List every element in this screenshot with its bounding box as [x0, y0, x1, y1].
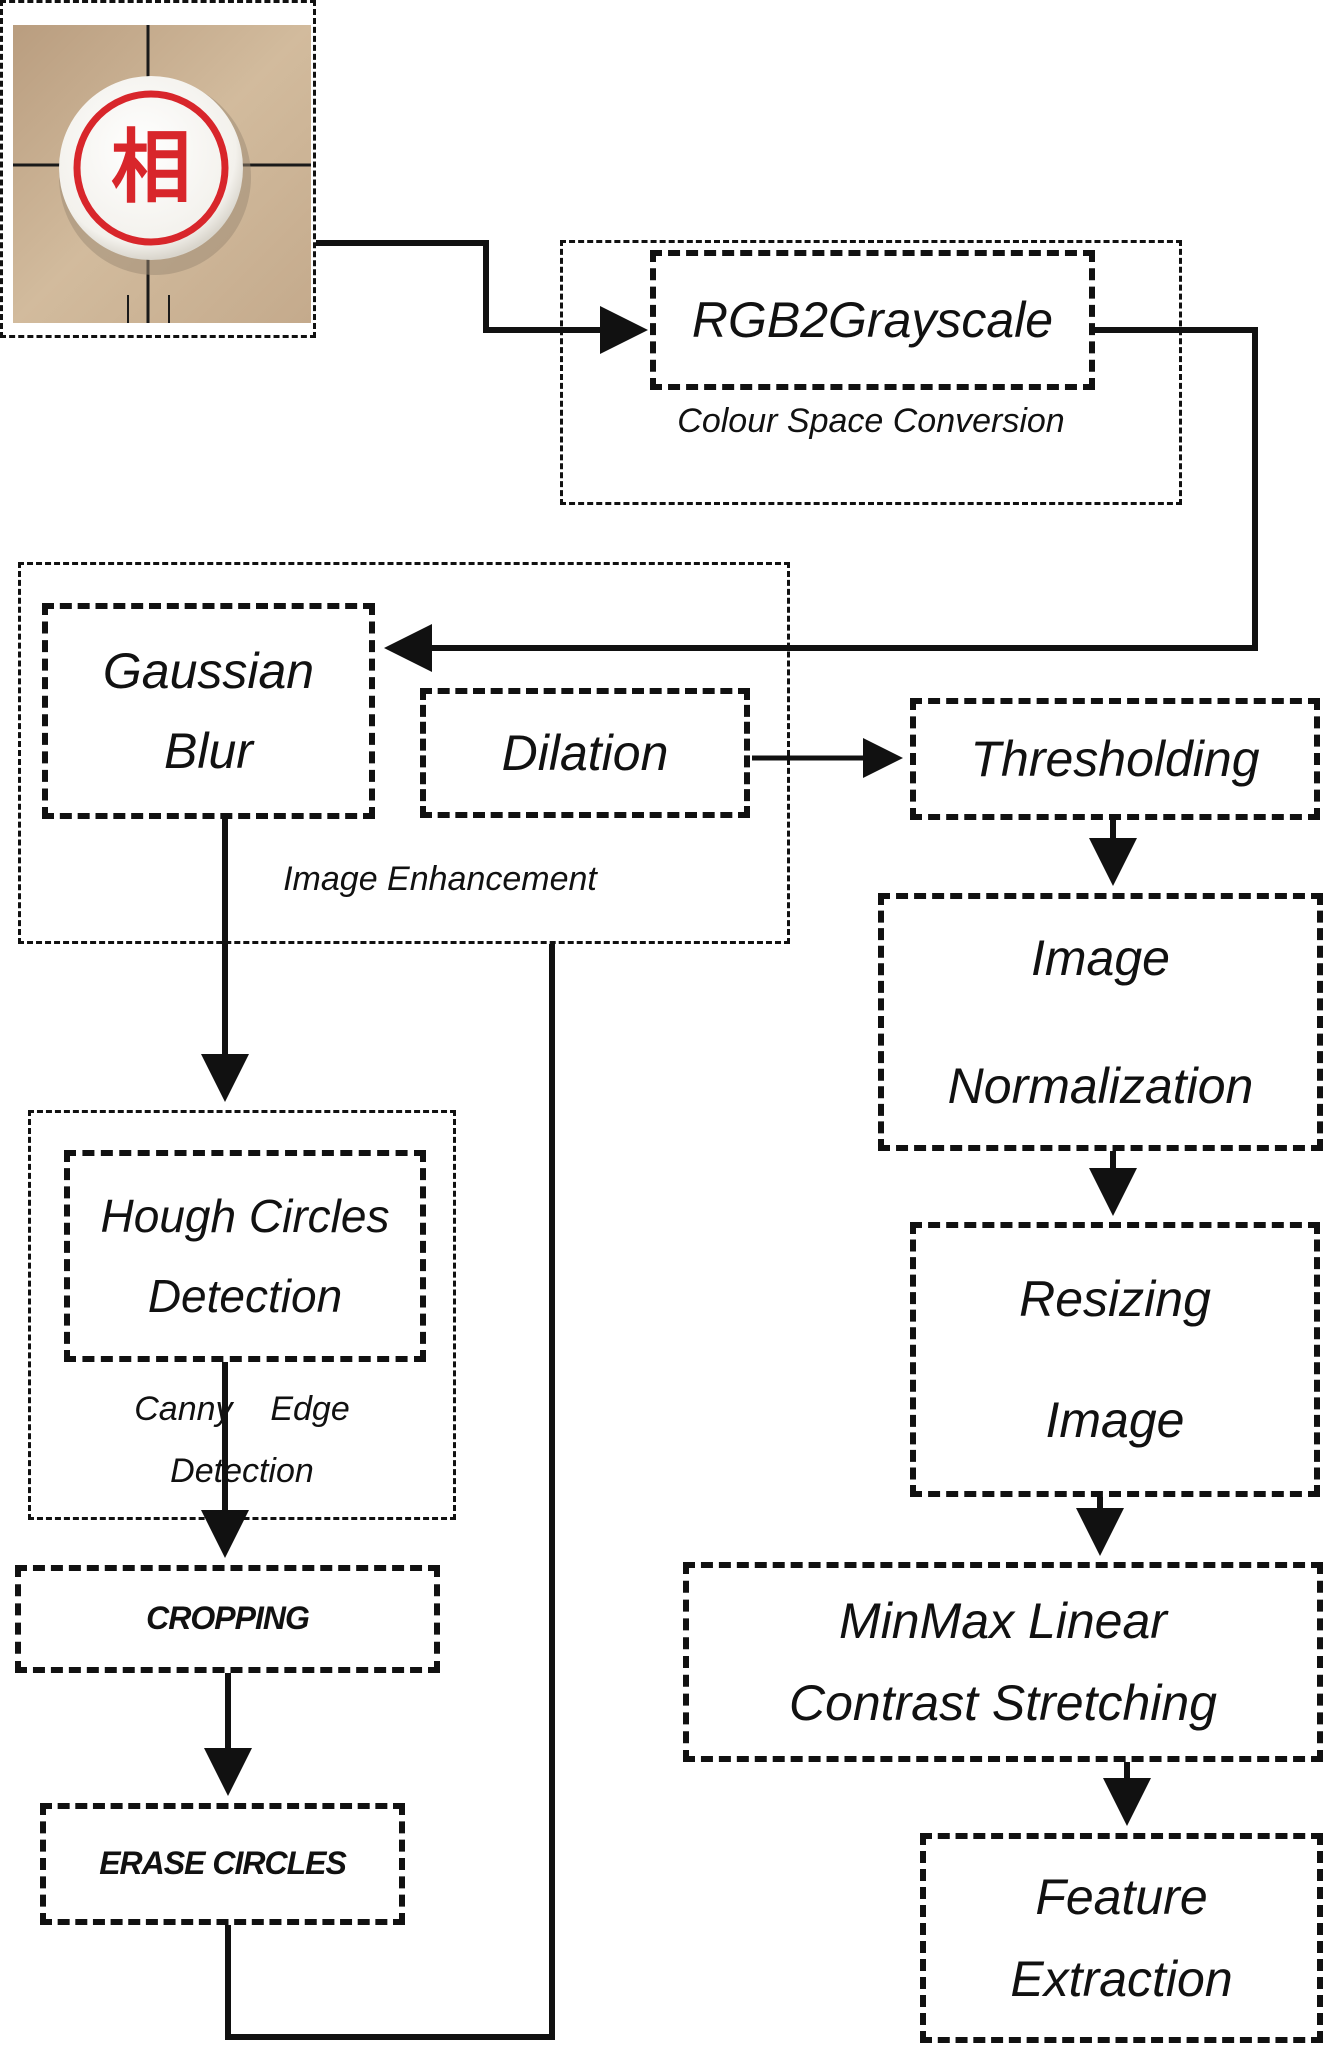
line-erase-loop — [225, 944, 555, 2040]
normalization-line1: Image — [1031, 929, 1170, 986]
rgb2grayscale-label: RGB2Grayscale — [691, 291, 1054, 348]
hough-label: Hough Circles — [100, 1189, 390, 1242]
blur-label: Blur — [164, 723, 253, 779]
image-normalization-box: Image Normalization — [878, 893, 1323, 1151]
resizing-line1: Resizing — [1019, 1271, 1211, 1327]
feature-line1: Feature — [1035, 1868, 1208, 1925]
minmax-stretching-box: MinMax Linear Contrast Stretching — [683, 1562, 1323, 1762]
cropping-box: CROPPING — [15, 1565, 440, 1673]
feature-extraction-box: Feature Extraction — [920, 1833, 1323, 2043]
erase-circles-box: ERASE CIRCLES — [40, 1803, 405, 1925]
feature-line2: Extraction — [1010, 1951, 1233, 2007]
erase-circles-label: ERASE CIRCLES — [99, 1845, 347, 1882]
image-enhancement-caption: Image Enhancement — [283, 860, 597, 898]
rgb2grayscale-box: RGB2Grayscale — [650, 250, 1095, 390]
canny-caption-line2: Detection — [170, 1452, 314, 1490]
canny-caption-line1: Canny Edge — [134, 1390, 350, 1428]
chess-piece-photo: 相 — [13, 25, 311, 323]
colour-space-caption: Colour Space Conversion — [677, 402, 1065, 440]
cropping-label: CROPPING — [146, 1600, 310, 1637]
resizing-image-box: Resizing Image — [910, 1222, 1320, 1497]
thresholding-box: Thresholding — [910, 698, 1320, 820]
arrow-image-to-rgb2gray — [316, 240, 648, 354]
dilation-box: Dilation — [420, 688, 750, 818]
input-image: 相 — [0, 0, 316, 338]
image-enhancement-group — [18, 562, 790, 944]
thresholding-label: Thresholding — [970, 730, 1260, 787]
normalization-line2: Normalization — [947, 1058, 1254, 1114]
gaussian-blur-box: Gaussian Blur — [42, 603, 375, 819]
resizing-line2: Image — [1045, 1391, 1185, 1448]
dilation-label: Dilation — [501, 724, 669, 781]
hough-circles-box: Hough Circles Detection — [64, 1150, 426, 1362]
minmax-line2: Contrast Stretching — [789, 1675, 1217, 1731]
colour-space-group — [560, 240, 1182, 505]
piece-character: 相 — [111, 121, 191, 214]
minmax-line1: MinMax Linear — [839, 1592, 1167, 1649]
arrow-rgb2gray-to-gaussian — [384, 327, 1258, 672]
hough-detection-label: Detection — [147, 1270, 343, 1322]
gaussian-label: Gaussian — [102, 642, 315, 699]
